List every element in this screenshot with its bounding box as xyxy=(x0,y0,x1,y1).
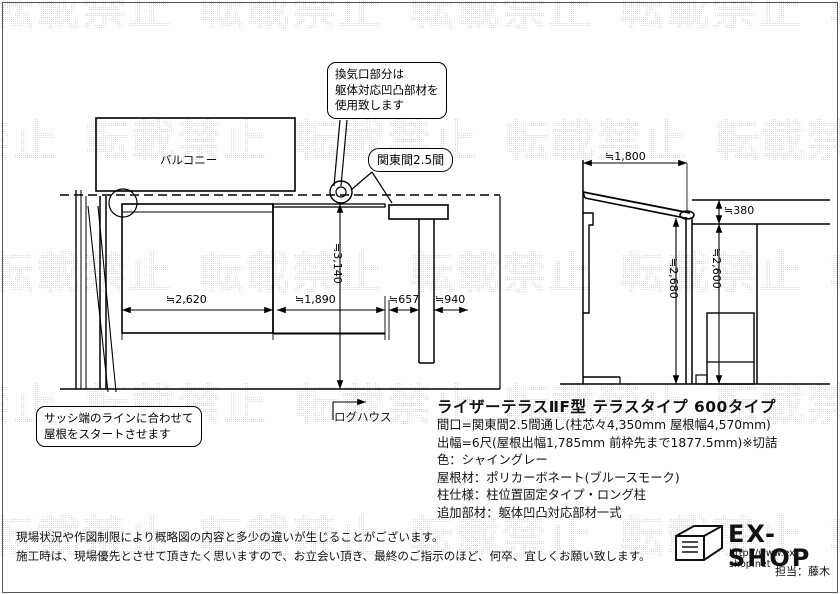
callout-kanto-span: 関東間2.5間 xyxy=(368,148,454,173)
spec-line-projection: 出幅=6尺(屋根出幅1,785mm 前枠先まで1877.5mm)※切詰 xyxy=(437,435,778,450)
side-section-view xyxy=(560,160,830,385)
label-balcony: バルコニー xyxy=(160,153,218,167)
dimension-380: ≒380 xyxy=(724,204,755,217)
dimension-1890: ≒1,890 xyxy=(295,293,336,306)
footer-notes: 現場状況や作図制限により概略図の内容と多少の違いが生じることがございます。 施工… xyxy=(16,528,676,566)
dimension-1800: ≒1,800 xyxy=(605,150,646,163)
spec-line-frontage: 間口=関東間2.5間通し(柱芯々4,350mm 屋根幅4,570mm) xyxy=(437,418,771,433)
spec-line-color: 色：シャイングレー xyxy=(437,453,548,468)
elevation-dimension-lines xyxy=(121,204,468,420)
dimension-2600: ≒2,600 xyxy=(710,248,723,289)
product-title: ライザーテラスⅡF型 テラスタイプ 600タイプ xyxy=(437,398,776,416)
label-log-house: ログハウス xyxy=(334,410,392,424)
dimension-657: ≒657 xyxy=(389,293,420,306)
dimension-2680: ≒2,680 xyxy=(667,258,680,299)
spec-line-post-spec: 柱仕様：柱位置固定タイプ・ロング柱 xyxy=(437,488,647,503)
note-line-1: 現場状況や作図制限により概略図の内容と多少の違いが生じることがございます。 xyxy=(16,530,444,544)
specification-block: ライザーテラスⅡF型 テラスタイプ 600タイプ 間口=関東間2.5間通し(柱芯… xyxy=(437,398,827,522)
dimension-2620: ≒2,620 xyxy=(166,293,207,306)
staff-in-charge: 担当：藤木 xyxy=(775,565,830,578)
callout-vent: 換気口部分は 躯体対応凹凸部材を 使用致します xyxy=(327,62,447,119)
dimension-940: ≒940 xyxy=(435,293,466,306)
note-line-2: 施工時は、現場優先とさせて頂きたく思いますので、お立会い頂き、最終のご指示のほど… xyxy=(16,549,651,564)
spec-line-roof-material: 屋根材：ポリカーボネート(ブルースモーク) xyxy=(437,470,680,485)
dimension-3140: ≒3,140 xyxy=(331,243,344,284)
box-icon xyxy=(675,525,723,561)
callout-sash-alignment: サッシ端のラインに合わせて 屋根をスタートさせます xyxy=(36,406,202,448)
company-logo: EX-SHOP http://www.ex-shop.net 担当：藤木 xyxy=(672,516,832,586)
